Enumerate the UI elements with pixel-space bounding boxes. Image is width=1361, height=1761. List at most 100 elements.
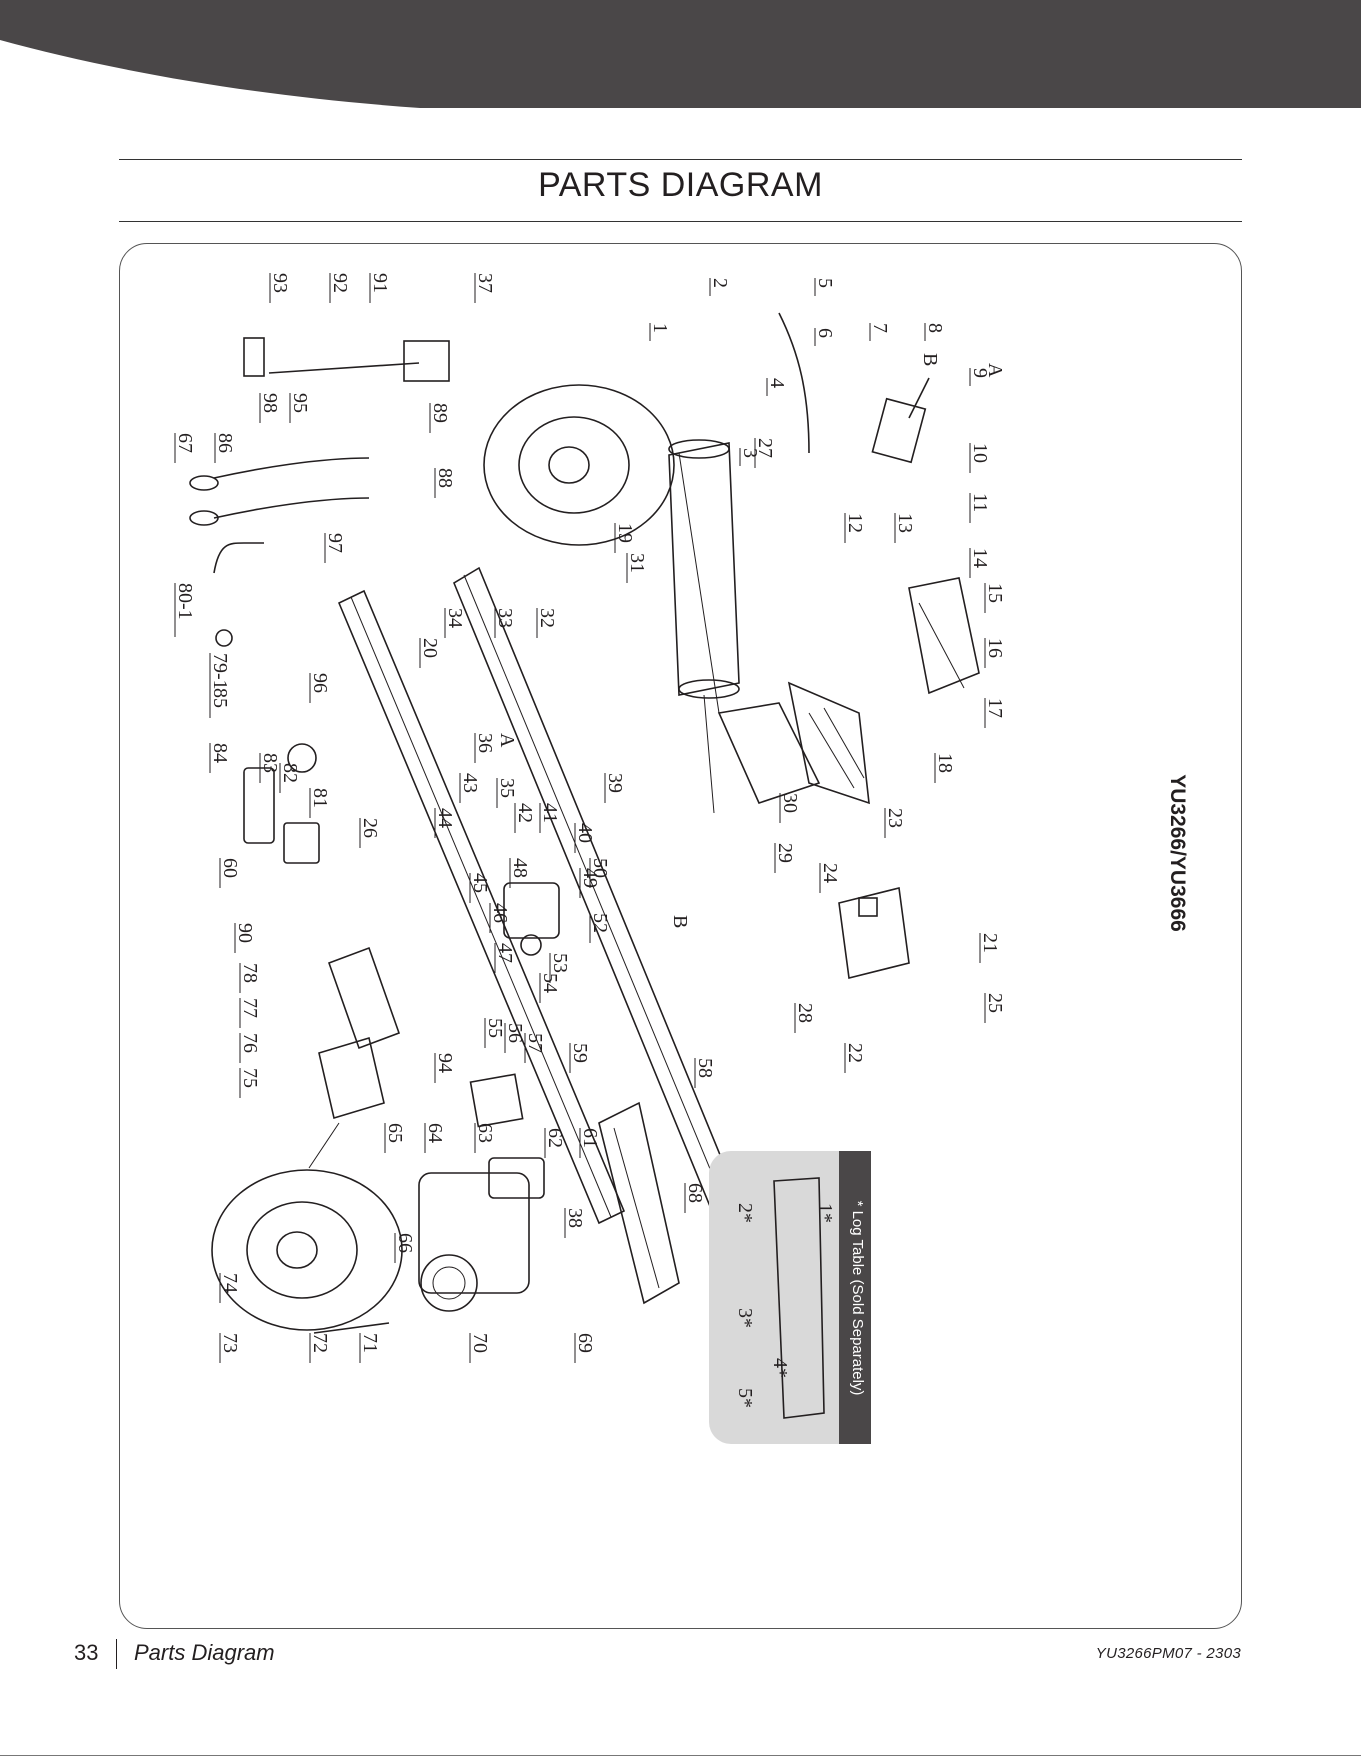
model-label: YU3266/YU3666 xyxy=(1166,774,1189,932)
part-callout: 67 xyxy=(174,433,196,463)
part-number: 82 xyxy=(279,763,301,783)
part-callout: 90 xyxy=(234,923,256,953)
part-callout: 36 xyxy=(474,733,496,763)
part-callout: 7 xyxy=(869,323,891,341)
part-callout: 94 xyxy=(434,1053,456,1083)
part-number: 96 xyxy=(309,673,331,693)
part-number: 26 xyxy=(359,818,381,838)
connector-a-1: A xyxy=(984,363,1006,378)
part-number: 79-1 xyxy=(209,653,231,690)
part-number: 38 xyxy=(564,1208,586,1228)
log-table-inset: * Log Table (Sold Separately) 1* 2* 3* 4… xyxy=(709,1151,871,1444)
part-number: 21 xyxy=(979,933,1001,953)
part-callout: 85 xyxy=(209,688,231,718)
part-callout: 81 xyxy=(309,788,331,818)
part-number: 13 xyxy=(894,513,916,533)
bracket-15 xyxy=(908,577,980,695)
part-number: 97 xyxy=(324,533,346,553)
part-callout: 74 xyxy=(219,1273,241,1303)
part-number: 24 xyxy=(819,863,841,883)
part-number: 41 xyxy=(539,803,561,823)
part-number: 71 xyxy=(359,1333,381,1353)
part-callout: 11 xyxy=(969,493,991,523)
part-callout: 88 xyxy=(434,468,456,498)
part-number: 77 xyxy=(239,998,261,1018)
part-callout: 40 xyxy=(574,823,596,853)
part-number: 9 xyxy=(969,368,991,378)
part-number: 66 xyxy=(394,1233,416,1253)
part-number: 22 xyxy=(844,1043,866,1063)
part-number: 81 xyxy=(309,788,331,808)
part-number: 54 xyxy=(539,973,561,993)
part-number: 18 xyxy=(934,753,956,773)
part-callout: 80-1 xyxy=(174,583,196,637)
part-callout: 18 xyxy=(934,753,956,783)
part-callout: 71 xyxy=(359,1333,381,1363)
part-callout: 3 xyxy=(739,448,761,466)
part-number: 39 xyxy=(604,773,626,793)
page-number: 33 xyxy=(74,1640,99,1665)
hydraulic-cylinder-31 xyxy=(668,439,740,814)
part-callout: 29 xyxy=(774,843,796,873)
part-number: 75 xyxy=(239,1068,261,1088)
part-number: 72 xyxy=(309,1333,331,1353)
part-number: 2 xyxy=(709,278,731,288)
part-number: 94 xyxy=(434,1053,456,1073)
part-number: 36 xyxy=(474,733,496,753)
part-callout: 78 xyxy=(239,963,261,993)
part-callout: 93 xyxy=(269,273,291,303)
part-callout: 98 xyxy=(259,393,281,423)
part-callout: 21 xyxy=(979,933,1001,963)
part-number: 37 xyxy=(474,273,496,293)
part-number: 14 xyxy=(969,548,991,568)
part-callout: 42 xyxy=(514,803,536,833)
page-title: PARTS DIAGRAM xyxy=(538,166,823,204)
part-callout: 44 xyxy=(434,808,456,838)
part-number: 52 xyxy=(589,913,611,933)
part-callout: 55 xyxy=(484,1018,506,1048)
log-table-part-5: 5* xyxy=(734,1388,756,1408)
part-number: 7 xyxy=(869,323,891,333)
control-valve-8 xyxy=(871,377,930,464)
part-callout: 50 xyxy=(589,858,611,888)
part-number: 83 xyxy=(259,753,281,773)
part-callout: 8 xyxy=(924,323,946,341)
part-number: 31 xyxy=(626,553,648,573)
header-band xyxy=(0,0,1361,108)
part-number: 34 xyxy=(444,608,466,628)
part-callout: 56 xyxy=(504,1023,526,1053)
document-code: YU3266PM07 - 2303 xyxy=(1095,1645,1241,1662)
part-number: 73 xyxy=(219,1333,241,1353)
part-callout: 82 xyxy=(279,763,301,793)
bottom-line xyxy=(0,1755,1361,1756)
part-callout: 32 xyxy=(536,608,558,638)
log-cradle-68 xyxy=(598,1101,680,1305)
part-callout: 41 xyxy=(539,803,561,833)
part-callout: 27 xyxy=(754,438,776,468)
part-number: 10 xyxy=(969,443,991,463)
pump-48 xyxy=(503,882,560,956)
part-number: 28 xyxy=(794,1003,816,1023)
part-callout: 89 xyxy=(429,403,451,433)
part-callout: 13 xyxy=(894,513,916,543)
part-number: 11 xyxy=(969,493,991,512)
part-callout: 86 xyxy=(214,433,236,463)
part-number: 58 xyxy=(694,1058,716,1078)
part-number: 42 xyxy=(514,803,536,823)
jack-stand-93 xyxy=(243,337,450,382)
part-callout: 12 xyxy=(844,513,866,543)
part-number: 67 xyxy=(174,433,196,453)
part-number: 91 xyxy=(369,273,391,293)
log-table-part-3: 3* xyxy=(734,1308,756,1328)
part-callout: 22 xyxy=(844,1043,866,1073)
part-callout: 4 xyxy=(766,378,788,396)
part-number: 53 xyxy=(549,953,571,973)
part-number: 19 xyxy=(614,523,636,543)
part-number: 16 xyxy=(984,638,1006,658)
part-callout: 92 xyxy=(329,273,351,303)
part-number: 5 xyxy=(814,278,836,288)
tray-75 xyxy=(318,946,401,1120)
part-callout: 23 xyxy=(884,808,906,838)
part-callout: 47 xyxy=(494,943,516,973)
wheel-66-bottom xyxy=(211,1169,403,1331)
